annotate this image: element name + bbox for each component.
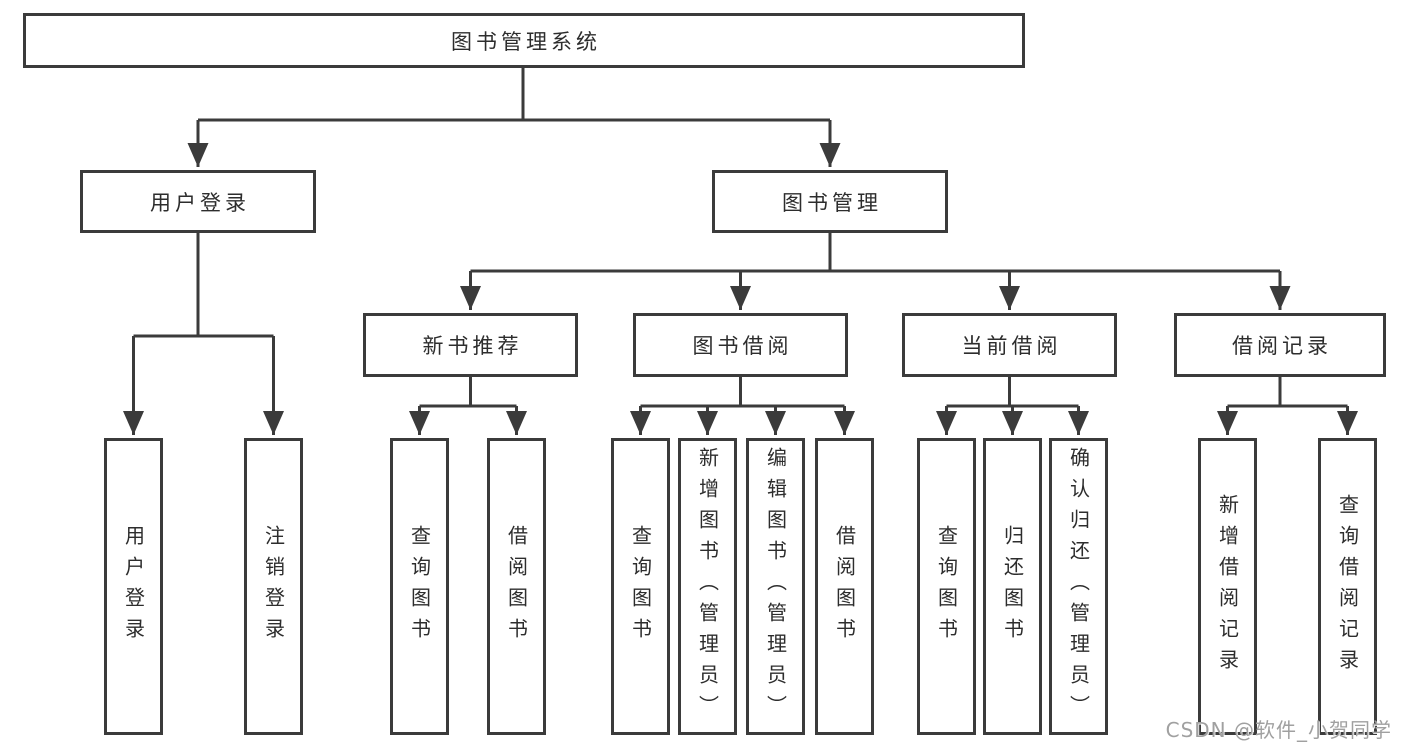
node-new-book-recommend: 新书推荐 (363, 313, 578, 377)
leaf-add-books-admin: 新增图书（管理员） (678, 438, 737, 735)
node-root-label: 图书管理系统 (451, 29, 601, 54)
node-borrow-records: 借阅记录 (1174, 313, 1386, 377)
connector-root (187, 66, 841, 167)
leaf-query-books-current: 查询图书 (917, 438, 976, 735)
node-root: 图书管理系统 (23, 13, 1025, 68)
connector-user-login (123, 233, 284, 435)
leaf-confirm-return-admin-label: 确认归还（管理员） (1066, 447, 1091, 726)
leaf-logout-label: 注销登录 (261, 524, 286, 649)
node-current-borrow-label: 当前借阅 (961, 334, 1062, 358)
leaf-return-books: 归还图书 (983, 438, 1042, 735)
leaf-add-borrow-record-label: 新增借阅记录 (1215, 493, 1240, 680)
node-book-borrow: 图书借阅 (633, 313, 848, 377)
node-user-login: 用户登录 (80, 170, 316, 233)
leaf-query-books-recommend: 查询图书 (390, 438, 449, 735)
watermark-text: CSDN @软件_小贺同学 (1165, 718, 1392, 742)
leaf-add-books-admin-label: 新增图书（管理员） (695, 447, 720, 726)
leaf-borrow-books-recommend-label: 借阅图书 (504, 524, 529, 649)
leaf-user-login-label: 用户登录 (121, 524, 146, 649)
leaf-query-books-borrow: 查询图书 (611, 438, 670, 735)
leaf-query-books-recommend-label: 查询图书 (407, 524, 432, 649)
leaf-query-books-current-label: 查询图书 (934, 524, 959, 649)
connector-current-borrow (936, 377, 1089, 435)
leaf-return-books-label: 归还图书 (1000, 524, 1025, 649)
node-current-borrow: 当前借阅 (902, 313, 1117, 377)
leaf-query-borrow-record-label: 查询借阅记录 (1335, 493, 1360, 680)
node-book-borrow-label: 图书借阅 (692, 334, 793, 358)
leaf-logout: 注销登录 (244, 438, 303, 735)
leaf-borrow-books-label: 借阅图书 (832, 524, 857, 649)
node-user-login-label: 用户登录 (150, 190, 250, 215)
leaf-query-borrow-record: 查询借阅记录 (1318, 438, 1377, 735)
leaf-add-borrow-record: 新增借阅记录 (1198, 438, 1257, 735)
leaf-confirm-return-admin: 确认归还（管理员） (1049, 438, 1108, 735)
leaf-borrow-books-recommend: 借阅图书 (487, 438, 546, 735)
connector-borrow-records (1217, 377, 1358, 435)
leaf-edit-books-admin-label: 编辑图书（管理员） (763, 447, 788, 726)
connector-new-book-recommend (409, 377, 527, 435)
node-borrow-records-label: 借阅记录 (1232, 334, 1332, 358)
connector-book-borrow (630, 377, 855, 435)
leaf-borrow-books: 借阅图书 (815, 438, 874, 735)
node-book-management-label: 图书管理 (782, 190, 882, 215)
node-book-management: 图书管理 (712, 170, 948, 233)
leaf-user-login: 用户登录 (104, 438, 163, 735)
leaf-query-books-borrow-label: 查询图书 (628, 524, 653, 649)
node-new-book-recommend-label: 新书推荐 (422, 334, 523, 358)
leaf-edit-books-admin: 编辑图书（管理员） (746, 438, 805, 735)
connector-book-management (460, 233, 1291, 310)
